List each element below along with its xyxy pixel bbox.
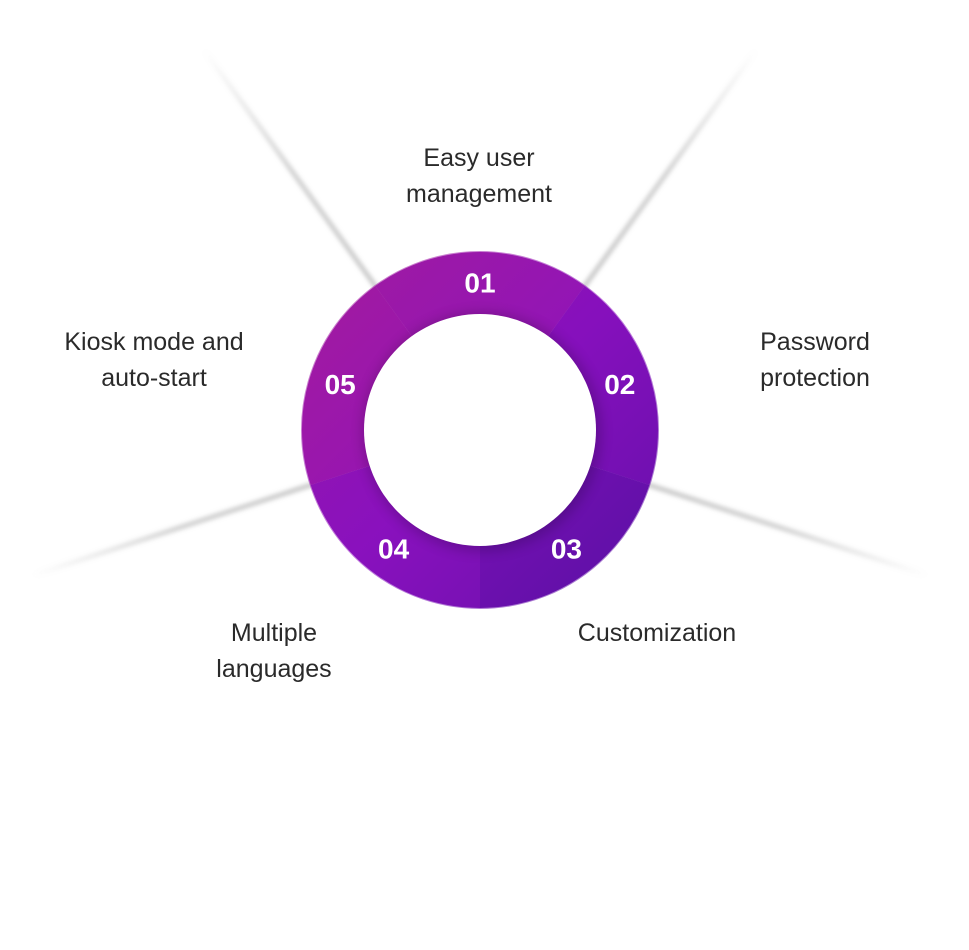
label-password-protection: Password protection: [760, 324, 870, 396]
label-customization: Customization: [578, 615, 736, 651]
ray: [601, 467, 930, 578]
ray: [553, 47, 759, 328]
label-line: languages: [216, 655, 332, 683]
ring-gradient: [301, 251, 659, 609]
ray: [201, 47, 407, 328]
segment-number-02: 02: [604, 369, 635, 400]
label-line: Multiple: [230, 619, 318, 647]
label-multiple-languages: Multiple languages: [216, 615, 331, 687]
segment-number-04: 04: [378, 533, 410, 564]
segment-number-05: 05: [325, 369, 356, 400]
segment-number-03: 03: [551, 533, 582, 564]
label-line: auto-start: [101, 364, 207, 392]
segment-number-01: 01: [464, 268, 495, 299]
ray: [30, 467, 359, 578]
label-line: management: [406, 180, 552, 208]
label-line: protection: [760, 364, 870, 392]
label-line: Easy user: [423, 144, 535, 172]
ring-center: [364, 314, 596, 546]
label-easy-user-management: Easy user management: [406, 140, 552, 212]
label-line: Customization: [577, 619, 737, 647]
label-line: Password: [760, 328, 870, 356]
radial-rays: [30, 47, 930, 903]
label-line: Kiosk mode and: [64, 328, 244, 356]
segment-numbers: 01 02 03 04 05: [325, 268, 636, 565]
label-kiosk-mode: Kiosk mode and auto-start: [64, 324, 243, 396]
ring: [301, 251, 659, 609]
